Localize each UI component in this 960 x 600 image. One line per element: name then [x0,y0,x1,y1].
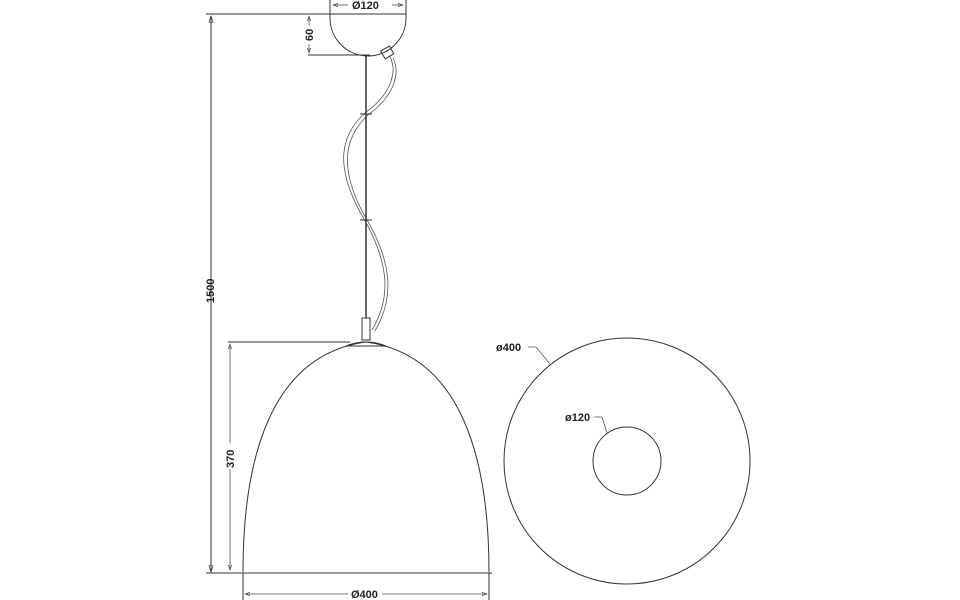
shade-height-label: 370 [225,450,237,468]
outer-diameter-label: ø400 [496,342,521,354]
lamp-socket [361,317,371,341]
lamp-shade [345,341,387,347]
canopy [329,14,407,57]
side-view: Ø120 1500 60 370 [205,0,492,600]
lamp-shade-outline [242,341,490,573]
inner-diameter-label: ø120 [565,412,590,424]
canopy-height-label: 60 [304,29,316,41]
shade-diameter-label: Ø400 [351,589,378,600]
power-cable [343,45,397,332]
inner-circle [592,426,662,496]
outer-circle [503,337,751,585]
bottom-view: ø400 ø120 [496,337,751,585]
canopy-diameter-label: Ø120 [352,0,379,12]
total-height-label: 1500 [205,279,217,303]
